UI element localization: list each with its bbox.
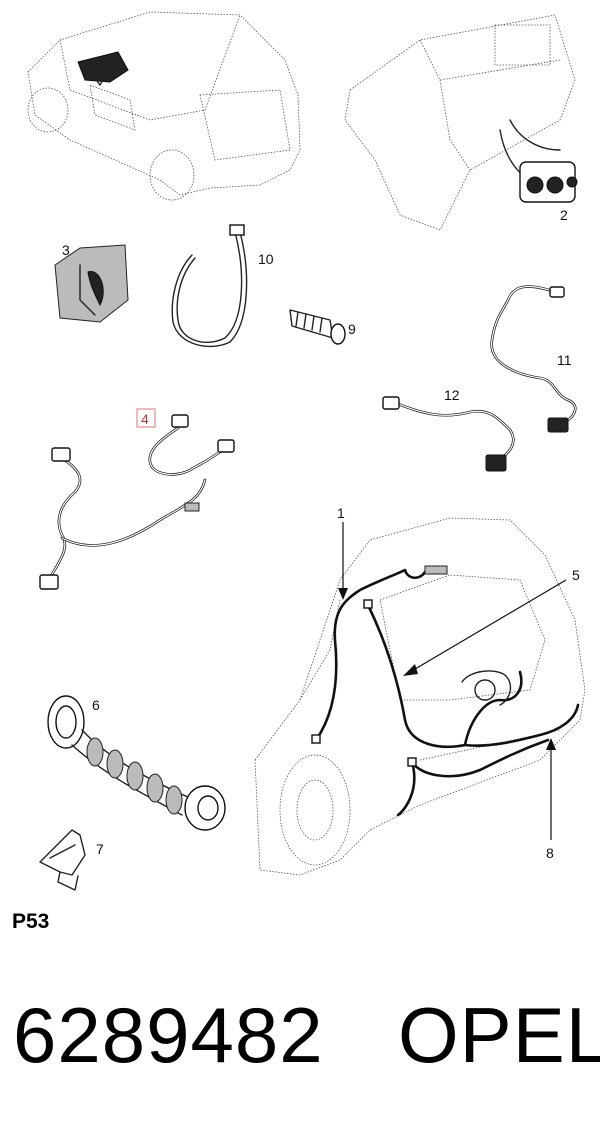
callout-6: 6 <box>92 697 100 713</box>
cable-tie <box>171 224 248 348</box>
screw <box>289 309 346 345</box>
callout-4: 4 <box>141 411 149 427</box>
part-number: 6289482 <box>13 991 324 1079</box>
brand-name: OPEL <box>398 991 600 1079</box>
callout-10: 10 <box>258 251 274 267</box>
callout-2: 2 <box>560 207 568 223</box>
callout-3: 3 <box>62 242 70 258</box>
wiring-harness-4 <box>39 414 235 590</box>
retaining-clip <box>39 829 86 891</box>
clip-block <box>54 244 129 323</box>
callout-7: 7 <box>96 841 104 857</box>
callout-9: 9 <box>348 321 356 337</box>
callout-11: 11 <box>557 352 572 368</box>
heater-control-assembly <box>344 14 578 231</box>
callout-4-highlight-box <box>136 408 156 428</box>
callout-8: 8 <box>546 845 554 861</box>
rear-wiring-harness <box>311 565 580 817</box>
callout-5: 5 <box>572 567 580 583</box>
car-overview-illustration <box>27 11 301 201</box>
page-code: P53 <box>12 910 50 933</box>
grommet-boot <box>47 695 226 831</box>
rear-car-illustration <box>254 517 586 876</box>
cable-harness-11 <box>490 285 577 433</box>
callout-pointers <box>338 522 567 840</box>
parts-diagram: 2 3 10 9 11 12 4 <box>27 11 586 891</box>
cable-harness-12 <box>382 396 515 472</box>
callout-12: 12 <box>444 387 460 403</box>
callout-1: 1 <box>337 505 345 521</box>
